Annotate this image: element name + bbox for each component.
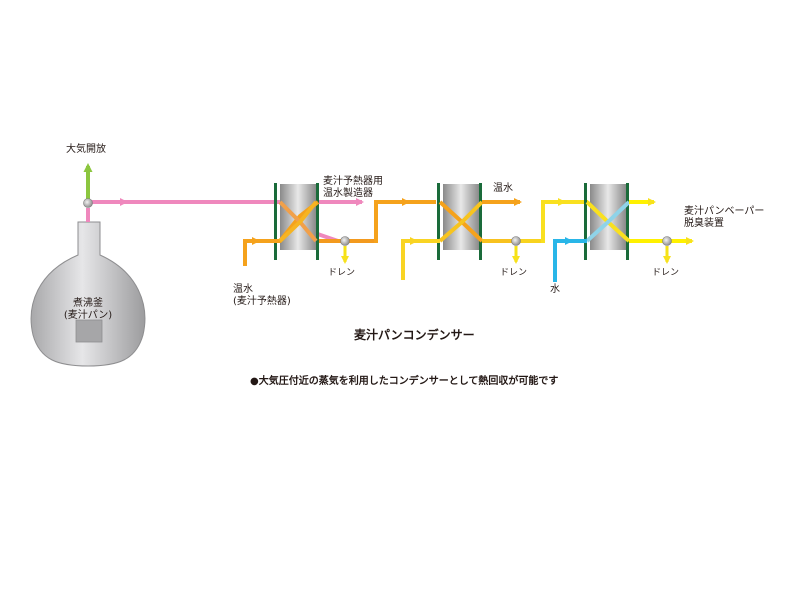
valve-icon (83, 198, 93, 208)
vapor-line (92, 198, 364, 243)
hot-water-out-label: 温水 (493, 183, 513, 194)
flow-arrowhead (252, 237, 260, 245)
diagram-title: 麦汁パンコンデンサー (354, 328, 475, 342)
flow-arrowhead (402, 198, 410, 206)
deodorizer-label: 麦汁パンベーパー 脱臭装置 (684, 206, 764, 230)
deodorizer-line1: 麦汁パンベーパー (684, 206, 765, 217)
atmosphere-vent-label: 大気開放 (66, 144, 106, 155)
drain-label-1: ドレン (328, 268, 356, 278)
hot-water-in-line1: 温水 (233, 284, 253, 295)
cold-water-in-line (553, 239, 587, 282)
preheater-water-line1: 麦汁予熱器用 (323, 176, 383, 187)
warm-water-in-line (401, 239, 440, 280)
preheater-water-label: 麦汁予熱器用 温水製造器 (323, 176, 383, 200)
brew-kettle-icon (30, 221, 146, 367)
valve-icon (662, 236, 672, 246)
drain-label-2: ドレン (500, 268, 528, 278)
preheater-water-line2: 温水製造器 (323, 188, 373, 199)
kettle-label-line1: 煮沸釜 (73, 298, 103, 309)
flow-arrowhead (410, 237, 418, 245)
kettle-label: 煮沸釜 (麦汁パン) (58, 298, 118, 322)
exchanger-2-crossflow (438, 200, 484, 243)
flow-arrowhead (565, 237, 573, 245)
heat-exchanger-icon (437, 183, 482, 260)
drain-label-3: ドレン (652, 268, 680, 278)
footnote: ●大気圧付近の蒸気を利用したコンデンサーとして熱回収が可能です (250, 376, 559, 387)
hot-water-in-line2: (麦汁予熱器) (233, 296, 291, 307)
heat-exchanger-icon (584, 183, 629, 260)
deodorizer-line2: 脱臭装置 (684, 218, 724, 229)
condensate-line (319, 200, 436, 243)
flow-arrowhead (558, 198, 566, 206)
valve-icon (511, 236, 521, 246)
exchanger-3-crossflow (585, 200, 631, 243)
exchanger-1-crossflow (278, 200, 318, 243)
hot-water-in-label: 温水 (麦汁予熱器) (233, 284, 291, 308)
water-label: 水 (550, 284, 560, 295)
kettle-label-line2: (麦汁パン) (63, 310, 113, 321)
condensate-line-2 (482, 200, 588, 243)
valve-icon (340, 236, 350, 246)
